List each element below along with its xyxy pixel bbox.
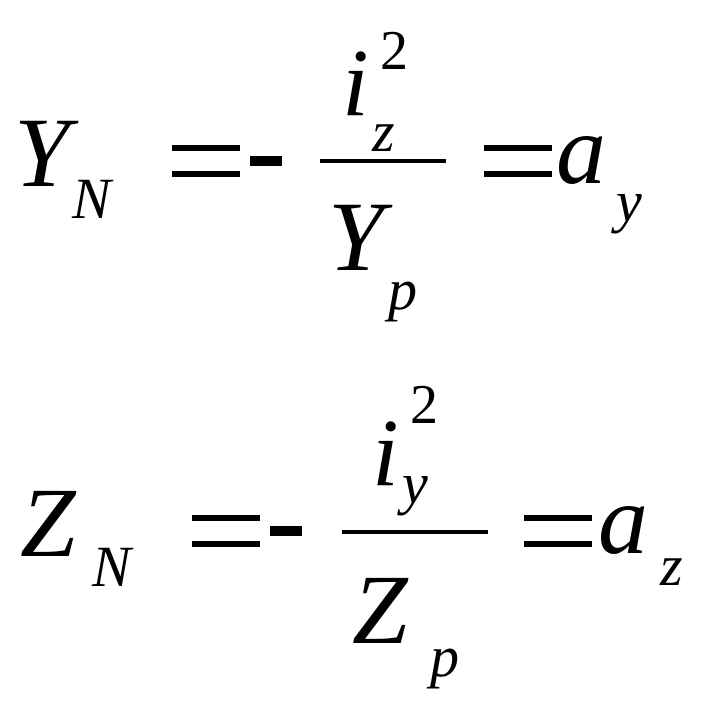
- numerator-symbol: i: [342, 29, 369, 136]
- rhs-subscript: z: [660, 533, 683, 598]
- equals-sign: [172, 145, 240, 177]
- numerator-symbol: i: [372, 399, 399, 506]
- lhs-subscript: N: [92, 534, 131, 599]
- rhs-subscript: y: [616, 169, 642, 234]
- lhs-symbol: Z: [20, 467, 76, 578]
- denominator-symbol: Z: [352, 554, 408, 665]
- numerator-subscript: y: [402, 451, 428, 516]
- numerator-subscript: z: [372, 99, 395, 164]
- equals-sign: [524, 515, 592, 547]
- minus-sign: [270, 526, 302, 536]
- numerator-exponent: 2: [410, 374, 438, 436]
- fraction-bar: [342, 530, 488, 534]
- lhs-symbol: Y: [14, 97, 70, 208]
- fraction-bar: [320, 159, 446, 163]
- rhs-symbol: a: [598, 464, 648, 575]
- lhs-subscript: N: [72, 166, 111, 231]
- equals-sign: [192, 515, 260, 547]
- denominator-subscript: p: [430, 624, 459, 689]
- minus-sign: [250, 156, 282, 166]
- equation-y: Y N i 2 z Y p a y: [0, 15, 707, 345]
- denominator-symbol: Y: [328, 181, 384, 292]
- equals-sign: [484, 145, 552, 177]
- rhs-symbol: a: [556, 94, 606, 205]
- equation-z: Z N i 2 y Z p a z: [0, 377, 707, 715]
- denominator-subscript: p: [388, 257, 417, 322]
- numerator-exponent: 2: [380, 20, 408, 82]
